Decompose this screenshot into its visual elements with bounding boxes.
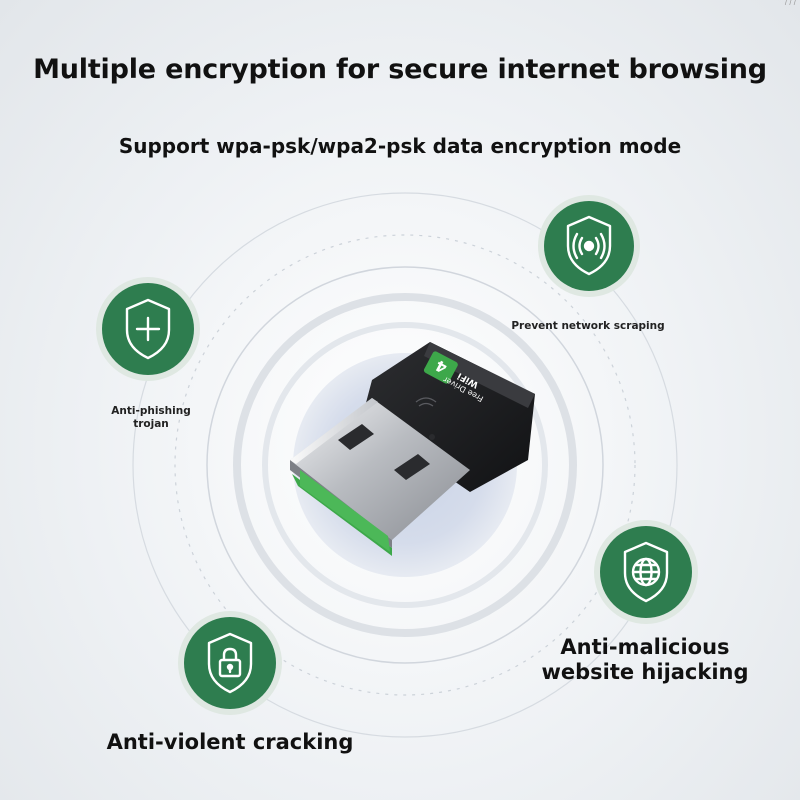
shield-globe-icon [623, 541, 669, 603]
anti-violent-label: Anti-violent cracking [106, 730, 354, 754]
wifi-badge [423, 351, 458, 384]
badge-anti-malicious [594, 520, 698, 624]
page-subtitle: Support wpa-psk/wpa2-psk data encryption… [118, 134, 682, 158]
prevent-scraping-label: Prevent network scraping [511, 320, 665, 332]
corner-mark: / / / [784, 0, 796, 7]
badge-anti-phishing [96, 277, 200, 381]
anti-phishing-label: Anti-phishing trojan [111, 405, 191, 431]
shield-lock-icon [207, 632, 253, 694]
badge-prevent-scraping [538, 195, 640, 297]
page-title: Multiple encryption for secure internet … [33, 54, 767, 85]
signal-broadcast-icon [566, 215, 612, 276]
shield-plus-icon [125, 298, 171, 360]
badge-anti-violent [178, 611, 282, 715]
usb-connector [290, 398, 470, 556]
anti-malicious-label: Anti-malicious website hijacking [541, 635, 749, 685]
dongle-body [362, 342, 535, 492]
